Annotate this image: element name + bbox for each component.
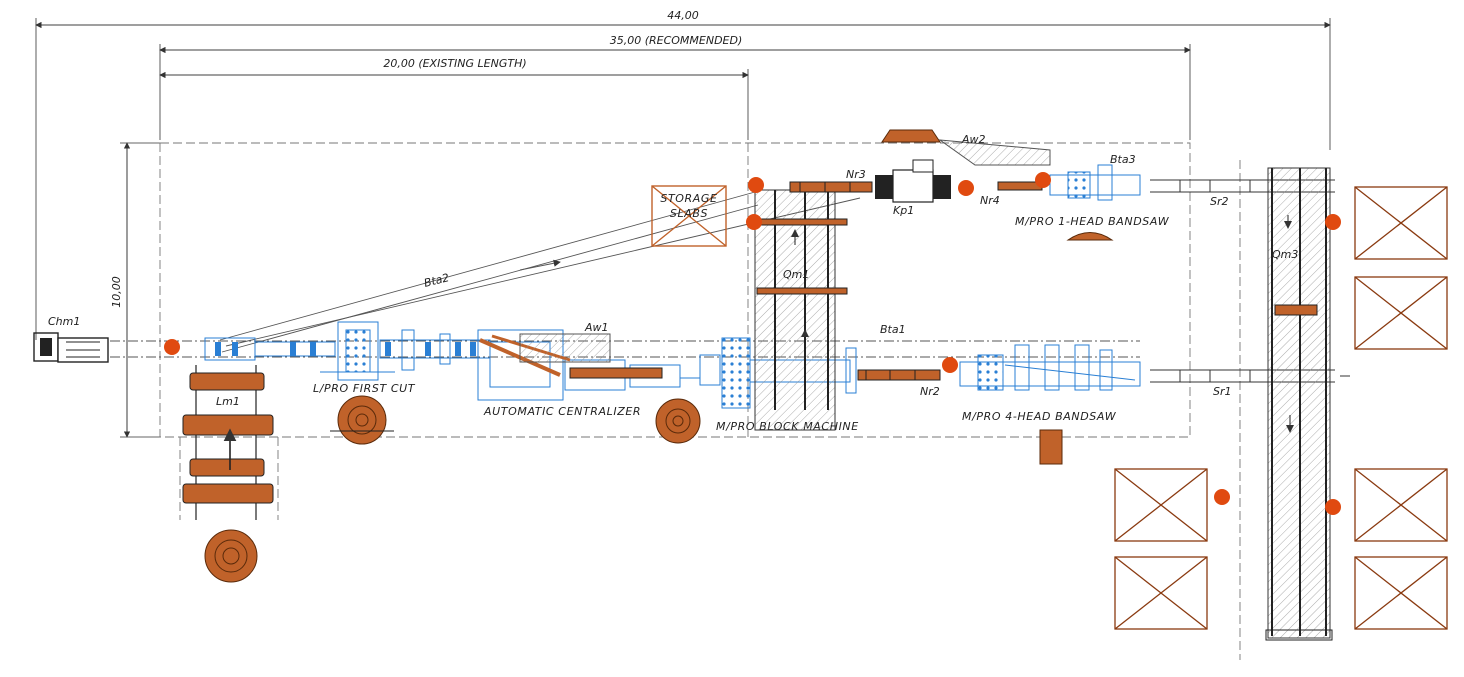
automatic-centralizer [477,329,681,401]
lm1-log-deck [182,365,274,520]
bta3-label: Bta3 [1110,153,1136,166]
nr2-label: Nr2 [920,385,940,398]
kp1-machine [875,159,951,203]
qm1-label: Qm1 [783,268,809,281]
dimension-height [120,142,160,438]
qm3-label: Qm3 [1272,248,1298,261]
dimension-total-label: 44,00 [667,9,699,22]
chm1-label: Chm1 [48,315,80,328]
storage-slabs-box [651,185,727,247]
dimension-height-label: 10,00 [110,276,123,308]
four-head-bandsaw [959,344,1141,391]
centralizer-label: AUTOMATIC CENTRALIZER [483,405,641,418]
dimension-total [35,18,1331,340]
kp1-label: Kp1 [893,204,914,217]
bta2-label: Bta2 [423,271,451,290]
dimension-existing-label: 20,00 (EXISTING LENGTH) [383,57,526,70]
lm1-label: Lm1 [216,395,240,408]
one-head-label: M/PRO 1-HEAD BANDSAW [1015,215,1170,228]
sr2-label: Sr2 [1210,195,1229,208]
one-head-bandsaw [1049,164,1141,201]
qm1-transfer [754,189,848,431]
bta1-label: Bta1 [880,323,906,336]
qm3-transfer [1265,167,1333,641]
nr2-rollers [857,369,941,381]
main-conveyor-line [110,340,1140,358]
dimension-recommended [159,44,1191,140]
aw1-label: Aw1 [584,321,609,334]
dimension-recommended-label: 35,00 (RECOMMENDED) [610,34,743,47]
nr4-label: Nr4 [980,194,1000,207]
chm1-machine [33,332,109,363]
roller-conveyor-first [215,342,476,356]
aw2-label: Aw2 [961,133,986,146]
first-cut-label: L/PRO FIRST CUT [313,382,416,395]
sr1-label: Sr1 [1213,385,1232,398]
operator-markers [164,172,1341,515]
four-head-label: M/PRO 4-HEAD BANDSAW [962,410,1117,423]
storage-label-line2: SLABS [670,207,708,220]
log-sections [204,129,1114,583]
nr4-rollers [997,181,1043,191]
aw2-storage [938,139,1051,166]
dimension-existing [159,69,749,140]
nr3-label: Nr3 [846,168,866,181]
output-stacks [1114,186,1448,630]
storage-label-line1: STORAGE [660,192,717,205]
nr3-rollers [789,181,873,193]
first-cut-saw [204,321,491,381]
